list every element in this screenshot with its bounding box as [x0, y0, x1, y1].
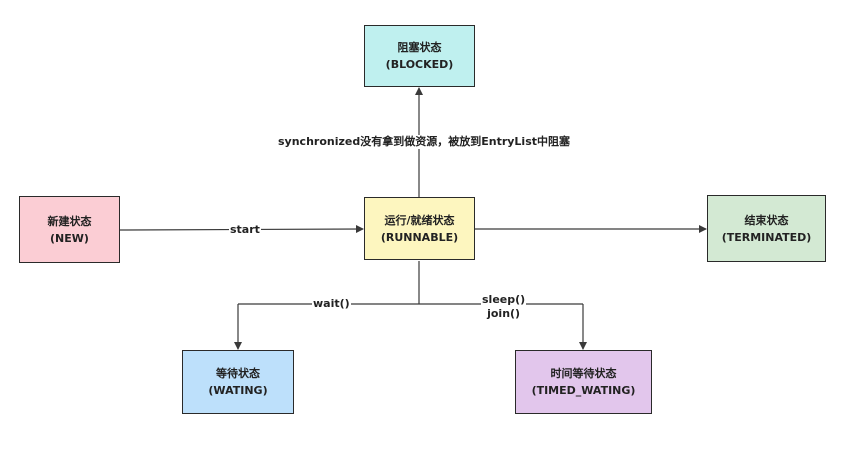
node-runnable-name: 运行/就绪状态 [384, 213, 455, 227]
node-waiting-code: (WATING) [208, 384, 268, 397]
node-blocked-code: (BLOCKED) [385, 58, 454, 71]
edge-label-start: start [229, 223, 261, 237]
node-runnable-code: (RUNNABLE) [380, 230, 459, 244]
node-terminated-code: (TERMINATED) [721, 230, 812, 244]
node-waiting: 等待状态 (WATING) [182, 350, 294, 414]
node-terminated: 结束状态 (TERMINATED) [707, 195, 826, 262]
node-waiting-name: 等待状态 [216, 367, 260, 380]
edge-label-blocked-reason: synchronized没有拿到做资源，被放到EntryList中阻塞 [276, 135, 573, 149]
node-new-code: (NEW) [50, 231, 89, 245]
node-timed-waiting-code: (TIMED_WATING) [531, 384, 636, 397]
node-new-name: 新建状态 [47, 214, 92, 228]
node-blocked: 阻塞状态 (BLOCKED) [364, 25, 475, 87]
edge-label-sleep-text: sleep() [482, 293, 526, 306]
node-runnable: 运行/就绪状态 (RUNNABLE) [364, 197, 475, 260]
edge-label-sleep-join: sleep() join() [481, 293, 527, 321]
edge-label-blocked-reason-text: synchronized没有拿到做资源，被放到EntryList中阻塞 [278, 135, 571, 148]
node-blocked-name: 阻塞状态 [397, 41, 442, 54]
edge-label-start-text: start [230, 223, 260, 236]
edge-label-join-text: join() [487, 307, 521, 320]
node-timed-waiting: 时间等待状态 (TIMED_WATING) [515, 350, 652, 414]
node-timed-waiting-name: 时间等待状态 [550, 367, 617, 380]
node-terminated-name: 结束状态 [744, 213, 789, 227]
edge-label-wait: wait() [312, 297, 351, 311]
edge-label-wait-text: wait() [313, 297, 350, 310]
node-new: 新建状态 (NEW) [19, 196, 120, 263]
